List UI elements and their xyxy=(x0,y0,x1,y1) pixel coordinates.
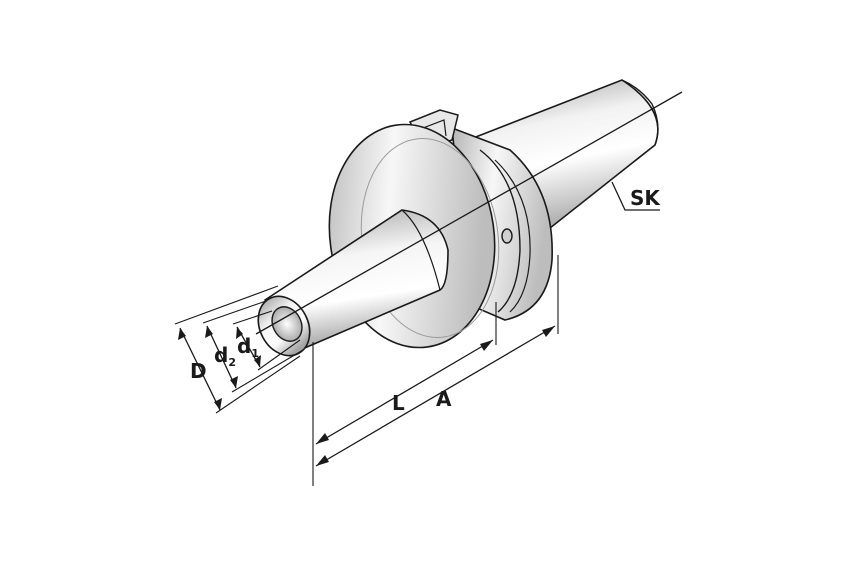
arrow-L-right xyxy=(480,340,493,351)
dim-line-D xyxy=(179,327,221,411)
ext-line-d2-top xyxy=(202,300,267,324)
arrow-A-left xyxy=(316,455,329,466)
collar-groove-2 xyxy=(494,159,531,313)
shank-neck xyxy=(401,209,441,291)
arrow-A-right xyxy=(542,326,555,337)
label-d2: d2 xyxy=(214,343,236,369)
ext-line-d1-bottom xyxy=(257,339,301,371)
label-D: D xyxy=(190,359,207,383)
label-L: L xyxy=(392,391,405,415)
ext-line-d1-top xyxy=(232,310,273,325)
arrow-L-left xyxy=(316,433,329,444)
arrow-d1-bottom xyxy=(254,355,261,367)
dim-line-d2 xyxy=(206,325,237,389)
dim-line-L xyxy=(315,339,494,445)
orientation-hole xyxy=(501,228,513,244)
arrow-d2-top xyxy=(205,326,213,338)
collar-groove xyxy=(479,149,521,313)
drive-slot-inner xyxy=(422,119,447,137)
arrow-D-bottom xyxy=(214,398,222,410)
leader-SK xyxy=(611,181,660,211)
taper-end-face xyxy=(621,79,659,146)
ext-line-d2-bottom xyxy=(231,349,304,393)
ext-line-D-top xyxy=(174,285,279,325)
label-SK: SK xyxy=(630,186,661,210)
arrow-d1-top xyxy=(236,327,243,339)
label-A: A xyxy=(436,387,452,411)
bore-d1 xyxy=(271,306,303,342)
label-d1: d1 xyxy=(237,334,259,360)
center-axis xyxy=(255,91,683,335)
ext-line-D-bottom xyxy=(215,355,301,414)
shank-body xyxy=(263,209,449,351)
arrow-d2-bottom xyxy=(230,376,238,388)
arrow-D-top xyxy=(178,328,186,340)
dim-line-A xyxy=(315,325,556,467)
